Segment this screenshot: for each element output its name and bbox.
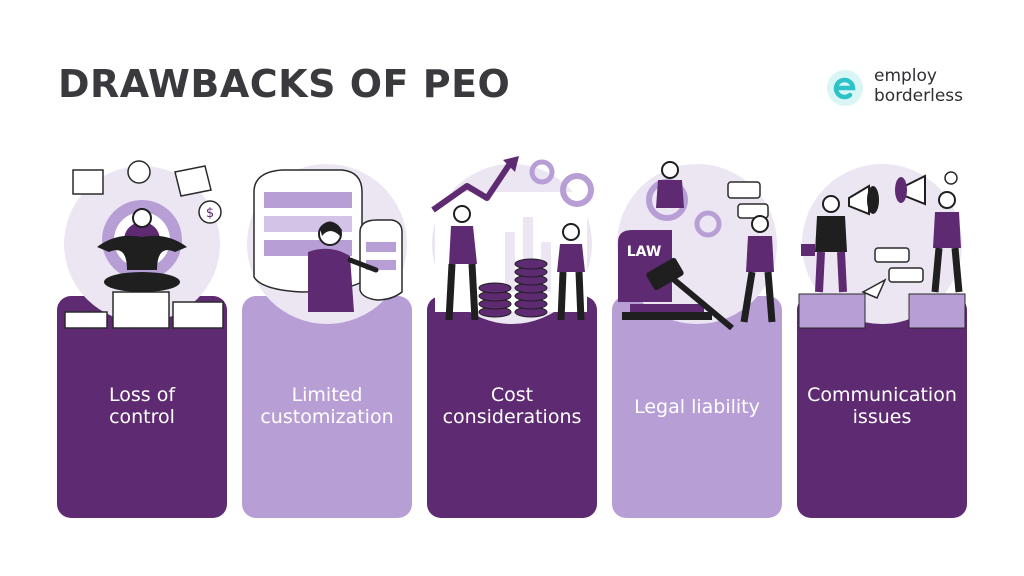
megaphone-people-illustration (798, 164, 966, 329)
meditating-person-illustration: $ (64, 160, 224, 329)
brand-logo: employ borderless (826, 66, 976, 110)
person-with-screens-illustration (247, 164, 407, 324)
card-label: Loss of control (108, 384, 176, 428)
card-limited-customization: Limited customization (242, 296, 412, 518)
coins-growth-chart-illustration (431, 156, 594, 324)
card-loss-of-control: Loss of control (57, 296, 227, 518)
brand-name: employ borderless (874, 66, 963, 106)
card-communication-issues: Communication issues (797, 296, 967, 518)
card-label: Communication issues (807, 384, 957, 428)
law-gavel-illustration: LAW (617, 161, 777, 330)
card-label: Limited customization (260, 384, 394, 428)
svg-text:LAW: LAW (627, 244, 662, 260)
brand-name-line1: employ (874, 66, 937, 86)
e-letter-logo-icon (827, 70, 863, 106)
card-label: Legal liability (634, 396, 760, 418)
svg-text:$: $ (206, 206, 214, 221)
page-title: DRAWBACKS OF PEO (58, 62, 511, 106)
card-legal-liability: Legal liability (612, 296, 782, 518)
card-cost-considerations: Cost considerations (427, 296, 597, 518)
brand-name-line2: borderless (874, 86, 964, 106)
card-label: Cost considerations (442, 384, 582, 428)
